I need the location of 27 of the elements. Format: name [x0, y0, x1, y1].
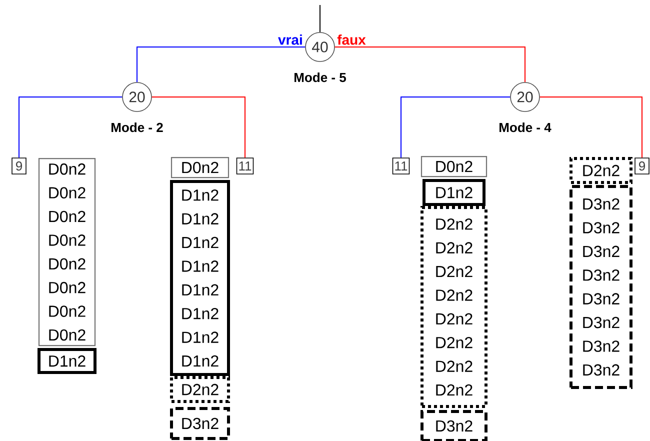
sample-group-box: D0n2: [170, 157, 230, 178]
sample-group-box: D3n2: [420, 410, 488, 441]
sample-group-box: D3n2 D3n2 D3n2 D3n2 D3n2 D3n2 D3n2 D3n2: [570, 185, 632, 389]
branch-label: faux: [336, 34, 367, 46]
sample-group-box: D0n2: [420, 156, 488, 178]
sample-group-box: D2n2: [170, 376, 230, 403]
leaf-count-box: 11: [236, 158, 254, 174]
branch-line: [151, 96, 246, 158]
sample-group-box: D2n2 D2n2 D2n2 D2n2 D2n2 D2n2 D2n2 D2n2: [420, 206, 488, 408]
sample-group-box: D1n2 D1n2 D1n2 D1n2 D1n2 D1n2 D1n2 D1n2: [170, 180, 230, 376]
sample-group-box: D2n2: [570, 157, 632, 184]
sample-group-box: D3n2: [170, 407, 230, 440]
sample-group-box: D1n2: [422, 179, 486, 206]
branch-line: [136, 46, 306, 83]
sample-group-box: D0n2 D0n2 D0n2 D0n2 D0n2 D0n2 D0n2 D0n2: [38, 158, 96, 346]
mode-caption: Mode - 4: [500, 122, 552, 132]
branch-line: [334, 46, 526, 83]
mode-caption: Mode - 5: [294, 72, 346, 82]
mode-caption: Mode - 2: [112, 122, 163, 132]
branch-line: [18, 96, 123, 158]
branch-label: vrai: [277, 34, 304, 46]
leaf-count-box: 11: [392, 158, 410, 174]
leaf-count-box: 9: [634, 158, 650, 174]
branch-line: [539, 96, 642, 158]
leaf-count-box: 9: [12, 158, 26, 174]
branch-line: [400, 96, 511, 158]
sample-group-box: D1n2: [38, 348, 96, 374]
